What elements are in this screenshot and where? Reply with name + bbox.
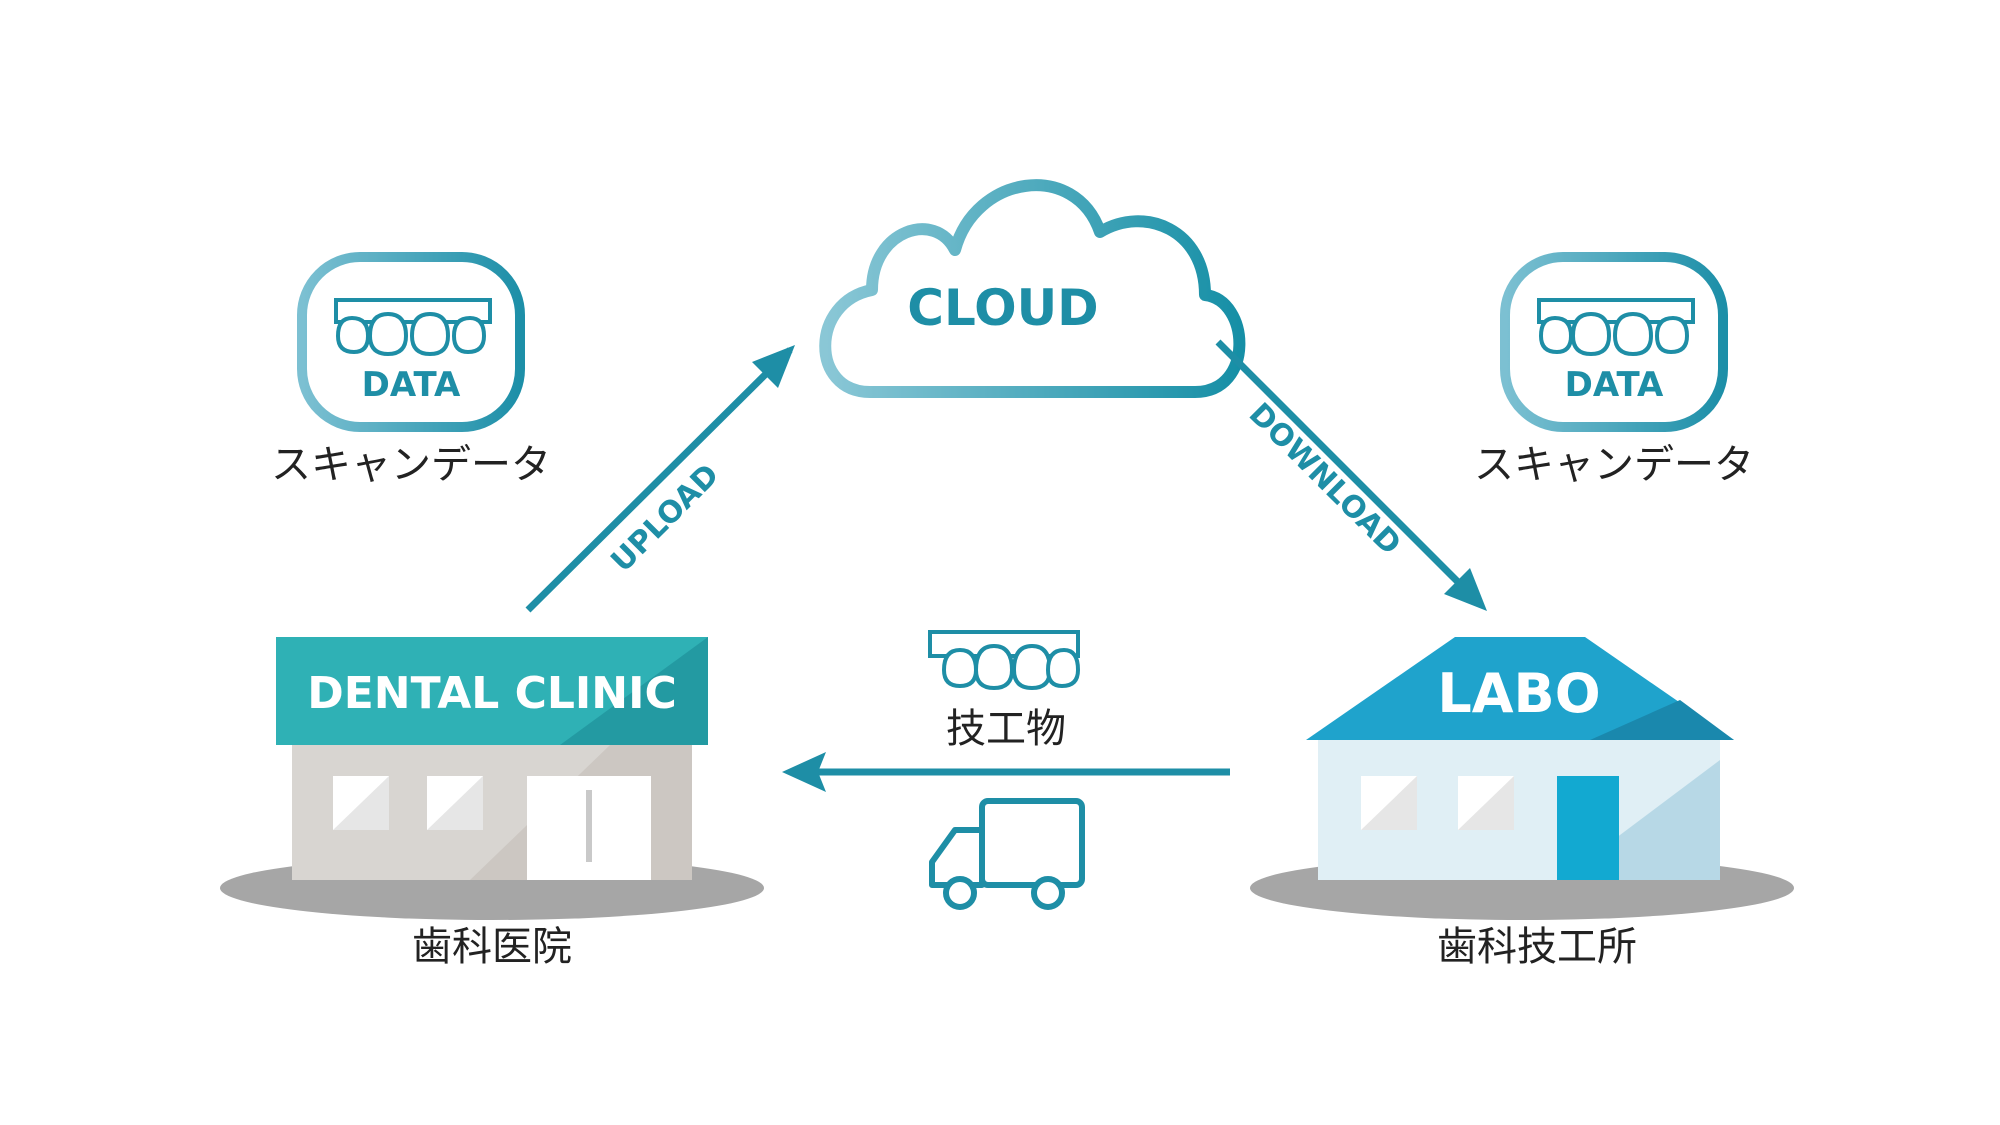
data-badge-left: DATA スキャンデータ xyxy=(271,252,551,488)
upload-arrowhead xyxy=(752,345,795,388)
teeth-scan-icon xyxy=(334,298,492,357)
cloud-label: CLOUD xyxy=(907,279,1098,337)
clinic-window xyxy=(333,776,483,830)
labo-roof xyxy=(1306,637,1734,740)
labo-window xyxy=(1361,776,1514,830)
download-label: DOWNLOAD xyxy=(1242,396,1408,562)
data-badge-left-label: DATA xyxy=(362,365,461,405)
dental-clinic-building: DENTAL CLINIC 歯科医院 xyxy=(220,637,764,970)
truck-icon xyxy=(929,798,1085,910)
data-right-caption: スキャンデータ xyxy=(1474,442,1754,488)
data-badge-right: DATA スキャンデータ xyxy=(1474,252,1754,488)
delivery-flow: 技工物 xyxy=(782,630,1230,910)
cloud-node: CLOUD xyxy=(819,179,1246,398)
labo-door xyxy=(1557,776,1619,880)
clinic-caption: 歯科医院 xyxy=(412,924,572,970)
clinic-sign-text: DENTAL CLINIC xyxy=(307,668,677,719)
teeth-scan-icon xyxy=(1537,298,1695,357)
labo-caption: 歯科技工所 xyxy=(1437,924,1637,970)
download-arrow: DOWNLOAD xyxy=(1215,339,1487,611)
upload-arrow: UPLOAD xyxy=(525,345,795,613)
delivery-caption: 技工物 xyxy=(946,706,1066,752)
data-badge-right-label: DATA xyxy=(1565,365,1664,405)
prosthesis-icon xyxy=(928,630,1081,691)
labo-sign-text: LABO xyxy=(1437,662,1600,725)
return-arrowhead xyxy=(782,752,826,792)
cloud-icon xyxy=(819,179,1246,398)
data-left-caption: スキャンデータ xyxy=(271,442,551,488)
labo-building: LABO 歯科技工所 xyxy=(1250,637,1794,970)
download-arrowhead xyxy=(1444,568,1487,611)
